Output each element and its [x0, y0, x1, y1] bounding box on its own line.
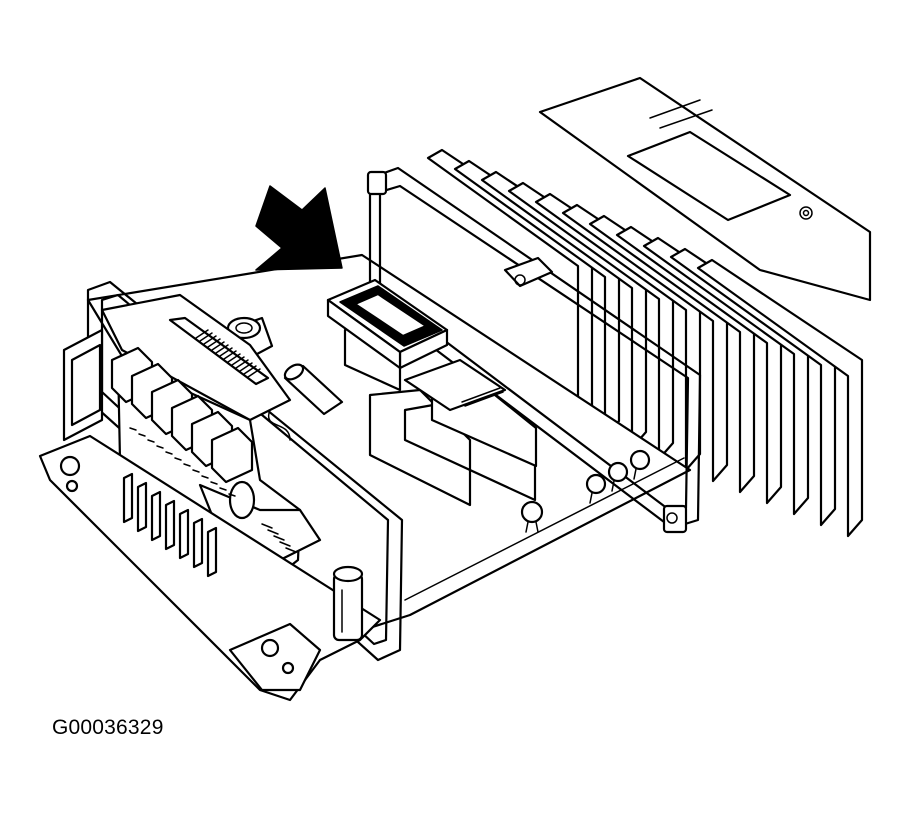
connector-slots — [110, 346, 254, 484]
ridge — [150, 490, 162, 542]
pin — [165, 451, 173, 455]
pin — [201, 475, 209, 479]
pin — [174, 457, 182, 461]
pin — [129, 427, 137, 431]
ridge — [178, 508, 190, 560]
hatch-line — [195, 329, 209, 339]
hatch-line — [239, 362, 253, 372]
pin — [261, 523, 273, 529]
pin — [156, 445, 164, 449]
hatch-line — [215, 344, 229, 354]
pin — [273, 535, 285, 541]
ridge — [164, 499, 176, 551]
heat-sink-fins — [426, 148, 864, 538]
pin — [279, 541, 291, 547]
connector-slot — [210, 426, 254, 484]
front-connector-frame — [62, 280, 404, 662]
pin — [285, 547, 297, 553]
hatch-line — [231, 356, 245, 366]
hatch-line — [243, 365, 257, 375]
hatch-line — [223, 350, 237, 360]
figure-id-label: G00036329 — [52, 716, 164, 739]
hatch-line — [203, 335, 217, 345]
hatch-line — [211, 341, 225, 351]
upright-capacitor-bottom — [332, 565, 364, 642]
connector-hatch — [195, 329, 261, 378]
pin — [219, 487, 227, 491]
bottom-ridges — [122, 472, 218, 578]
pin — [267, 529, 279, 535]
pin — [183, 463, 191, 467]
prom-chip — [326, 278, 449, 370]
pointer-arrow — [255, 185, 343, 271]
pin — [210, 481, 218, 485]
hatch-line — [207, 338, 221, 348]
fin — [696, 258, 864, 538]
ridge — [122, 472, 134, 524]
hatch-line — [247, 368, 261, 378]
connector-pins — [129, 427, 297, 553]
pin — [138, 433, 146, 437]
pin — [192, 469, 200, 473]
rear-housing — [538, 76, 872, 302]
chip-pins — [461, 387, 504, 407]
hatch-line — [219, 347, 233, 357]
hatch-line — [227, 353, 241, 363]
ridge — [136, 481, 148, 533]
pin — [147, 439, 155, 443]
capacitors — [520, 449, 651, 533]
cylinder-component — [267, 363, 344, 441]
hatch-line — [199, 332, 213, 342]
hatch-line — [235, 359, 249, 369]
pin — [228, 493, 236, 497]
ridge — [206, 526, 218, 578]
ridge — [192, 517, 204, 569]
